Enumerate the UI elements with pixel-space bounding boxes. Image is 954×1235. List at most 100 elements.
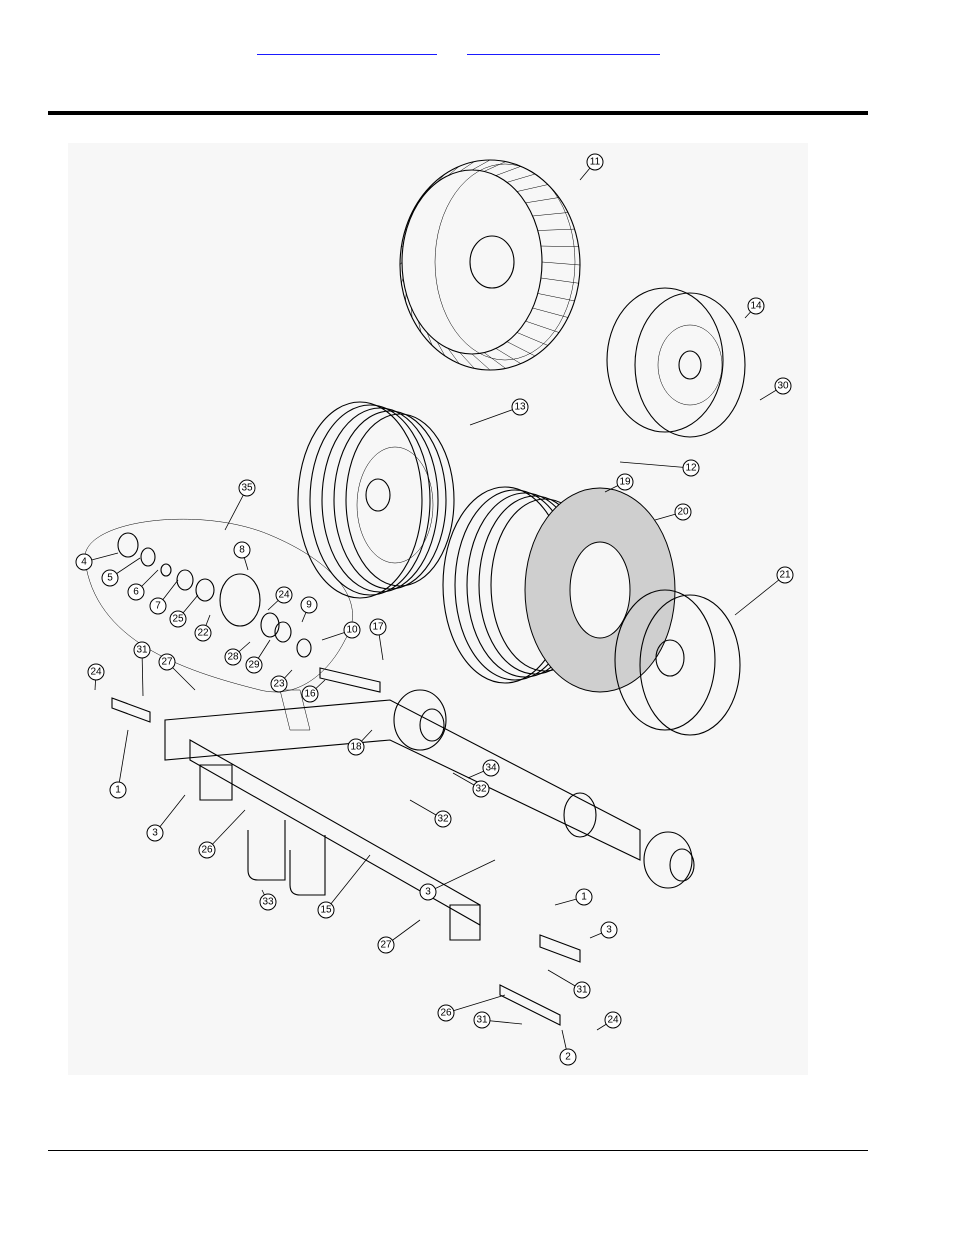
callout-3: 3 — [600, 921, 618, 939]
callout-20: 20 — [674, 503, 692, 521]
header-link-1[interactable] — [257, 44, 437, 55]
callout-circle-3 — [419, 883, 437, 901]
callout-6: 6 — [127, 583, 145, 601]
callout-circle-19 — [616, 473, 634, 491]
callout-circle-28 — [224, 648, 242, 666]
callout-circle-31 — [133, 641, 151, 659]
diagram-parts — [84, 159, 746, 1026]
callout-circle-24 — [604, 1011, 622, 1029]
callout-24: 24 — [604, 1011, 622, 1029]
callout-label-20: 20 — [677, 507, 689, 518]
pin-1-right-drawing — [499, 934, 581, 1026]
callout-label-31: 31 — [136, 645, 148, 656]
callout-label-35: 35 — [241, 483, 253, 494]
callout-label-24: 24 — [278, 590, 290, 601]
callout-label-28: 28 — [227, 652, 239, 663]
callout-circle-13 — [511, 398, 529, 416]
callout-label-1: 1 — [115, 785, 121, 796]
tire-11-drawing — [399, 159, 581, 371]
callout-circle-26 — [437, 1004, 455, 1022]
callout-label-17: 17 — [372, 622, 384, 633]
leader-3 — [427, 859, 496, 893]
callout-label-3: 3 — [425, 887, 431, 898]
callout-label-31: 31 — [476, 1015, 488, 1026]
callout-label-13: 13 — [514, 402, 526, 413]
callout-label-31: 31 — [576, 985, 588, 996]
callout-circle-6 — [127, 583, 145, 601]
callout-label-15: 15 — [320, 905, 332, 916]
callout-label-27: 27 — [161, 657, 173, 668]
callout-31: 31 — [573, 981, 591, 999]
callout-label-16: 16 — [304, 689, 316, 700]
callout-label-4: 4 — [81, 557, 87, 568]
callout-circle-18 — [347, 738, 365, 756]
callout-label-21: 21 — [779, 570, 791, 581]
callout-circle-31 — [473, 1011, 491, 1029]
callout-31: 31 — [473, 1011, 491, 1029]
callout-27: 27 — [377, 936, 395, 954]
callout-8: 8 — [233, 541, 251, 559]
callout-26: 26 — [437, 1004, 455, 1022]
callout-label-9: 9 — [306, 600, 312, 611]
callout-34: 34 — [482, 759, 500, 777]
callout-label-8: 8 — [239, 545, 245, 556]
leader-21 — [734, 574, 786, 616]
callout-label-2: 2 — [565, 1052, 571, 1063]
leader-26 — [206, 809, 246, 851]
callout-label-32: 32 — [475, 784, 487, 795]
callout-26: 26 — [198, 841, 216, 859]
callout-circle-1 — [109, 781, 127, 799]
callout-circle-27 — [158, 653, 176, 671]
callout-label-24: 24 — [90, 667, 102, 678]
callout-22: 22 — [194, 624, 212, 642]
callout-circle-2 — [559, 1048, 577, 1066]
callout-35: 35 — [238, 479, 256, 497]
callout-circle-4 — [75, 553, 93, 571]
callout-circle-14 — [747, 297, 765, 315]
callout-circle-7 — [149, 597, 167, 615]
callout-3: 3 — [419, 883, 437, 901]
callout-circle-3 — [600, 921, 618, 939]
callout-label-3: 3 — [606, 925, 612, 936]
footer-rule — [48, 1150, 868, 1151]
callout-label-7: 7 — [155, 601, 161, 612]
callout-27: 27 — [158, 653, 176, 671]
callout-10: 10 — [343, 621, 361, 639]
callout-circle-1 — [575, 888, 593, 906]
callout-circle-17 — [369, 618, 387, 636]
callout-3: 3 — [146, 824, 164, 842]
callout-circle-10 — [343, 621, 361, 639]
callout-16: 16 — [301, 685, 319, 703]
callout-circle-20 — [674, 503, 692, 521]
callout-circle-23 — [270, 675, 288, 693]
header-rule — [48, 111, 868, 115]
callout-label-26: 26 — [440, 1008, 452, 1019]
callout-9: 9 — [300, 596, 318, 614]
callout-31: 31 — [133, 641, 151, 659]
callout-label-24: 24 — [607, 1015, 619, 1026]
callout-label-11: 11 — [590, 157, 601, 168]
tube-20-drawing — [524, 487, 676, 693]
callout-32: 32 — [472, 780, 490, 798]
callout-circle-22 — [194, 624, 212, 642]
callout-32: 32 — [434, 810, 452, 828]
callout-circle-8 — [233, 541, 251, 559]
callout-21: 21 — [776, 566, 794, 584]
callout-7: 7 — [149, 597, 167, 615]
callout-19: 19 — [616, 473, 634, 491]
callout-label-5: 5 — [107, 573, 113, 584]
callout-1: 1 — [575, 888, 593, 906]
callout-23: 23 — [270, 675, 288, 693]
callout-circle-31 — [573, 981, 591, 999]
u-bolts-33-drawing — [247, 820, 326, 896]
callout-circle-11 — [586, 153, 604, 171]
spindle-16-drawing — [319, 667, 381, 693]
header-link-2[interactable] — [467, 44, 660, 55]
diagram-callouts: 1114301312192021358456725222491028292317… — [75, 153, 794, 1066]
callout-24: 24 — [87, 663, 105, 681]
callout-circle-12 — [682, 459, 700, 477]
leader-26 — [445, 994, 506, 1014]
callout-label-3: 3 — [152, 828, 158, 839]
diagram-svg: 1114301312192021358456725222491028292317… — [75, 153, 794, 1066]
